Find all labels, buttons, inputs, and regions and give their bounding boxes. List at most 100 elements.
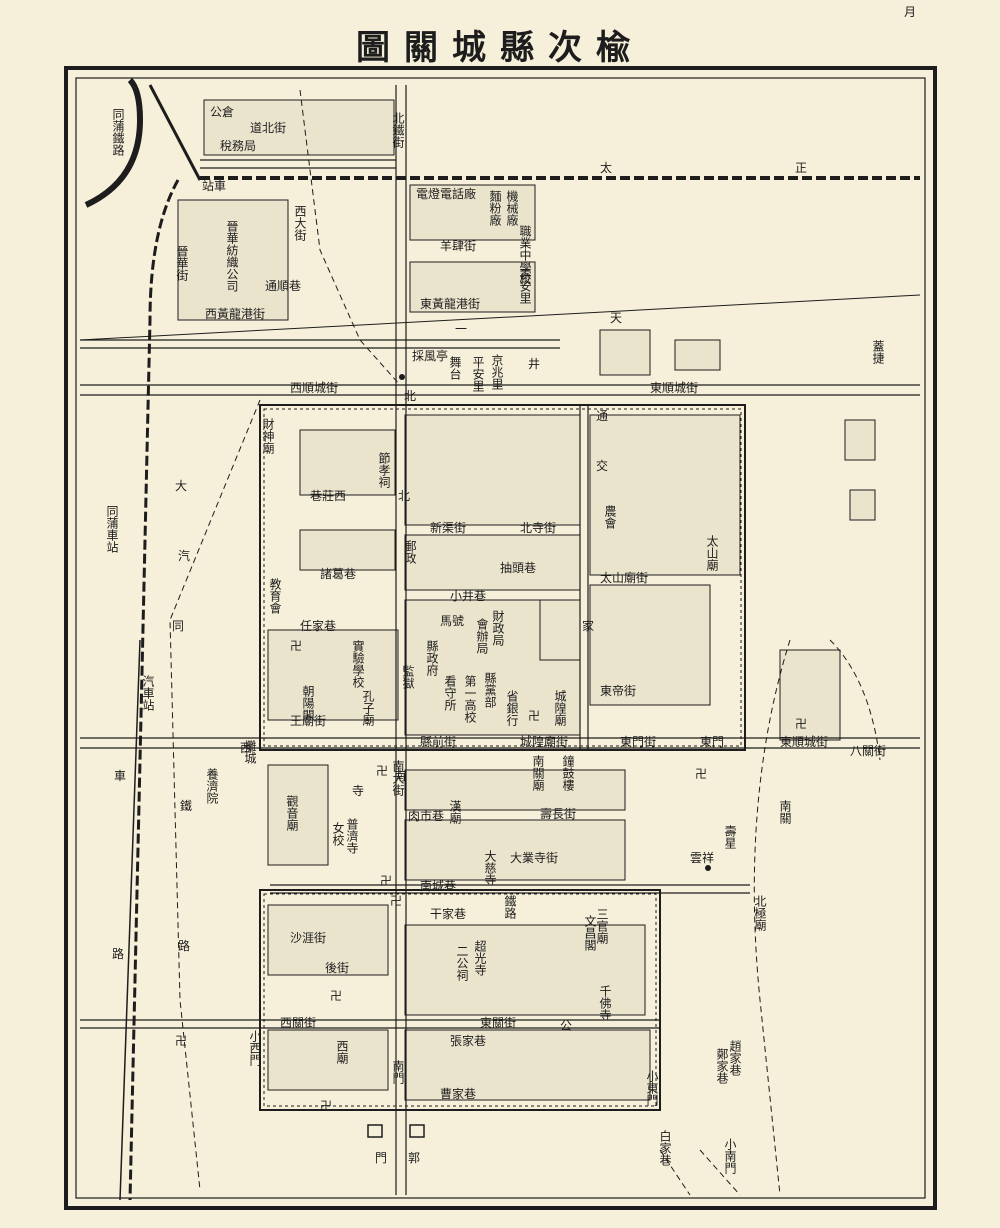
corner-glyph: 月	[904, 5, 916, 19]
place-zhiye: 職業中學校	[518, 225, 532, 285]
dacheng-road-label-2: 路	[112, 946, 124, 961]
zhengtai-label-1: 正	[795, 161, 807, 175]
street-nan-dajie: 南大街	[391, 759, 405, 796]
place-guanyin: 觀音廟	[285, 795, 299, 832]
street-caojia: 曹家巷	[440, 1086, 476, 1101]
place-nongchang: 農會	[603, 505, 617, 530]
bei-mark-label: 北	[398, 489, 410, 503]
datong-label-3: 同	[172, 619, 184, 633]
railways	[79, 77, 921, 1201]
place-shuiwuju: 稅務局	[220, 139, 256, 153]
place-gongcang: 公倉	[210, 104, 234, 119]
temple-mark-9: 卍	[795, 717, 807, 731]
gong-label: 公	[560, 1019, 572, 1033]
street-xiaoximen: 小西門	[248, 1030, 262, 1066]
street-changshou: 壽長街	[540, 806, 576, 821]
place-nvxiao: 女校	[331, 821, 345, 846]
street-men: 門	[375, 1151, 387, 1165]
temple-mark-1: 卍	[290, 639, 302, 653]
place-nanbao: 南關	[778, 799, 792, 824]
place-qiefo: 千佛寺	[598, 985, 612, 1021]
street-dongmen: 東門街	[620, 735, 656, 749]
place-wenchang: 文昌閣	[583, 914, 597, 951]
place-wutai: 舞台	[448, 356, 462, 380]
place-kaiye: 蓋捷	[871, 340, 885, 365]
place-shoukan: 壽安里	[518, 267, 532, 304]
temple-mark-7: 卍	[320, 1099, 332, 1113]
place-daci: 大慈寺	[483, 850, 497, 886]
place-chaoji: 朝陽閣	[301, 685, 315, 721]
place-kanshousuo: 看守所	[443, 675, 457, 711]
street-zhengjia: 鄭家巷	[715, 1047, 729, 1084]
street-wangmiao: 王廟街	[290, 713, 326, 728]
place-beiji: 北極廟	[753, 895, 767, 932]
datong-label-2: 汽	[178, 548, 190, 563]
street-ganjia: 干家巷	[430, 906, 466, 921]
temple-mark-6: 卍	[330, 989, 342, 1003]
place-caizheng: 財政局	[491, 609, 505, 647]
street-xinqu: 新渠街	[430, 520, 466, 535]
rail-labels: 同蒲鐵路 正 太 天 一 站車 同蒲車站 汽車站	[105, 108, 807, 711]
street-tongshun: 通順巷	[265, 279, 301, 293]
place-youzheng: 郵政	[403, 540, 417, 565]
place-jingyuan: 京兆里	[490, 354, 504, 390]
street-zhaojia: 趙家巷	[728, 1039, 742, 1076]
zhengtai-label-4: 一	[455, 322, 467, 336]
street-guo: 郭	[408, 1151, 420, 1165]
gate-markers	[367, 374, 711, 1138]
bus-station-label: 汽車站	[141, 674, 155, 711]
temple-mark-8: 卍	[390, 894, 402, 908]
tie-lu-label-2: 路	[178, 938, 190, 953]
zhengtai-label-2: 太	[600, 160, 612, 175]
street-xiaodongmen: 小東門	[645, 1070, 659, 1106]
place-jianyu: 監獄	[401, 664, 415, 689]
map-marks: 卍 卍 卍 卍 卍 卍 卍 卍 卍 卍 西 北 南 寺 交 通 家 公 北 月	[175, 5, 916, 1113]
place-puji: 普濟寺	[345, 818, 359, 854]
tongpu-rail-label: 同蒲鐵路	[111, 108, 125, 157]
temple-mark-3: 卍	[528, 709, 540, 723]
jia-label: 家	[582, 618, 594, 633]
street-xihuanglong: 西黃龍港街	[205, 306, 265, 321]
street-renjia: 任家巷	[300, 618, 336, 633]
dashed-roads	[169, 89, 881, 1196]
street-beisi: 北寺街	[520, 521, 556, 535]
city-wall	[259, 404, 746, 1111]
place-caifeng: 採風亭	[412, 348, 448, 363]
street-xiaonanmen: 小南門	[723, 1138, 737, 1174]
tongpu-station-label: 同蒲車站	[105, 505, 119, 553]
place-hanmiao: 漢廟	[448, 800, 462, 825]
street-zhangjia: 張家巷	[450, 1033, 486, 1048]
temple-mark-5: 卍	[695, 767, 707, 781]
place-diyi: 第一高校	[463, 675, 477, 723]
building-blocks	[177, 99, 876, 1101]
place-ximiao: 西廟	[335, 1040, 349, 1065]
place-fenmian: 麵粉廠	[488, 190, 502, 227]
street-xishun: 西順城街	[290, 381, 338, 395]
place-taishan: 太山廟	[705, 534, 719, 572]
place-jinhua-mill: 晉華紡織公司	[225, 220, 239, 292]
place-sanguan: 三官廟	[595, 908, 609, 945]
west-gate-label: 西	[240, 741, 252, 755]
temple-mark-4: 卍	[380, 874, 392, 888]
street-xianqian: 縣前街	[420, 734, 456, 749]
tie-lu-label-1: 鐵	[180, 798, 192, 813]
place-xiangli: 平安里	[471, 356, 485, 392]
place-xianyi: 縣黨部	[483, 672, 497, 708]
place-yunxiang: 雲祥	[690, 851, 714, 865]
street-labels: 道北街 北鐵街 西大街 通順巷 晉華街 西黃龍港街 東黃龍港街 羊肆街 西順城街…	[175, 112, 886, 1174]
place-shoudu: 壽星	[723, 824, 737, 849]
place-jixie: 機械廠	[505, 189, 519, 227]
street-dongshun: 東順城街	[650, 381, 698, 395]
street-mahao: 馬號	[440, 614, 464, 628]
datong-label-1: 大	[175, 479, 187, 493]
street-xiguan: 西關街	[280, 1016, 316, 1030]
place-shengyinhang: 省銀行	[505, 690, 519, 726]
street-dongshunchengjie: 東順城街	[780, 735, 828, 749]
place-caishen: 財神廟	[261, 417, 275, 455]
street-rouzhu: 肉市巷	[408, 808, 444, 823]
place-kongzi: 孔子廟	[361, 690, 375, 727]
street-taishan-temple: 太山廟街	[600, 570, 648, 585]
place-jiexiao: 節孝祠	[377, 451, 391, 488]
street-daobei: 道北街	[250, 121, 286, 135]
